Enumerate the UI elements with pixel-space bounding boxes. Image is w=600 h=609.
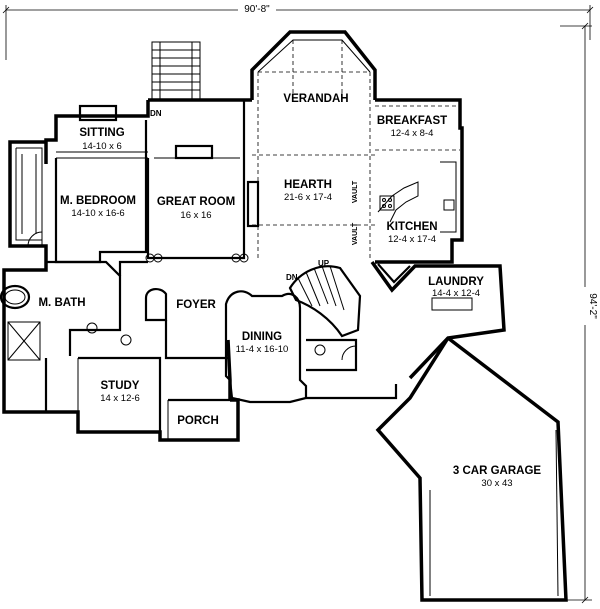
master-bath: M. BATH [0, 260, 132, 361]
kitchen-size: 12-4 x 17-4 [388, 234, 436, 245]
powder-and-hall [306, 338, 398, 400]
great-room: GREAT ROOM 16 x 16 [145, 100, 249, 263]
dining-label: DINING [242, 331, 282, 343]
laundry-size: 14-4 x 12-4 [432, 288, 480, 299]
dining: DINING 11-4 x 16-10 [224, 290, 308, 404]
overall-width-label: 90'-8" [244, 4, 270, 15]
m-bath-label: M. BATH [38, 297, 85, 309]
breakfast-size: 12-4 x 8-4 [391, 128, 434, 139]
exterior-walls [2, 98, 464, 442]
foyer-label: FOYER [176, 299, 216, 311]
m-bedroom-size: 14-10 x 16-6 [71, 208, 124, 219]
great-room-label: GREAT ROOM [157, 196, 235, 208]
verandah-label: VERANDAH [283, 93, 348, 105]
kitchen-label: KITCHEN [386, 221, 437, 233]
vault-label-lower: VAULT [352, 222, 359, 245]
hearth-size: 21-6 x 17-4 [284, 192, 332, 203]
width-dimension: 90'-8" [2, 3, 594, 60]
sitting-label: SITTING [79, 127, 124, 139]
m-bedroom-label: M. BEDROOM [60, 195, 136, 207]
breakfast-room: BREAKFAST 12-4 x 8-4 [375, 105, 460, 151]
stairs-down-label: DN [150, 109, 162, 118]
study-label: STUDY [101, 380, 140, 392]
study: STUDY 14 x 12-6 [44, 356, 162, 432]
great-room-size: 16 x 16 [180, 210, 211, 221]
rear-stairs [151, 41, 201, 101]
breakfast-label: BREAKFAST [377, 115, 447, 127]
porch-label: PORCH [177, 415, 219, 427]
study-size: 14 x 12-6 [100, 393, 140, 404]
garage-label: 3 CAR GARAGE [453, 465, 542, 477]
vault-label-upper: VAULT [352, 180, 359, 203]
center-stair: DN UP [286, 259, 362, 338]
hearth-label: HEARTH [284, 179, 332, 191]
sitting-room: SITTING 14-10 x 6 [56, 127, 148, 159]
three-car-garage: 3 CAR GARAGE 30 x 43 [375, 336, 568, 602]
laundry-label: LAUNDRY [428, 276, 484, 288]
hearth-room: HEARTH 21-6 x 17-4 VAULT VAULT [246, 154, 375, 245]
laundry: LAUNDRY 14-4 x 12-4 [370, 260, 506, 380]
kitchen: KITCHEN 12-4 x 17-4 [377, 161, 457, 245]
stair-up-label: UP [318, 259, 330, 268]
master-bedroom: M. BEDROOM 14-10 x 16-6 [27, 120, 148, 264]
porch: PORCH [167, 398, 230, 440]
foyer: FOYER [118, 260, 230, 360]
dining-size: 11-4 x 16-10 [236, 344, 289, 355]
stair-down-label: DN [286, 273, 298, 282]
sitting-size: 14-10 x 6 [82, 141, 122, 152]
depth-dimension: 94'-2" [560, 22, 598, 604]
overall-depth-label: 94'-2" [587, 293, 598, 319]
garage-size: 30 x 43 [481, 478, 512, 489]
